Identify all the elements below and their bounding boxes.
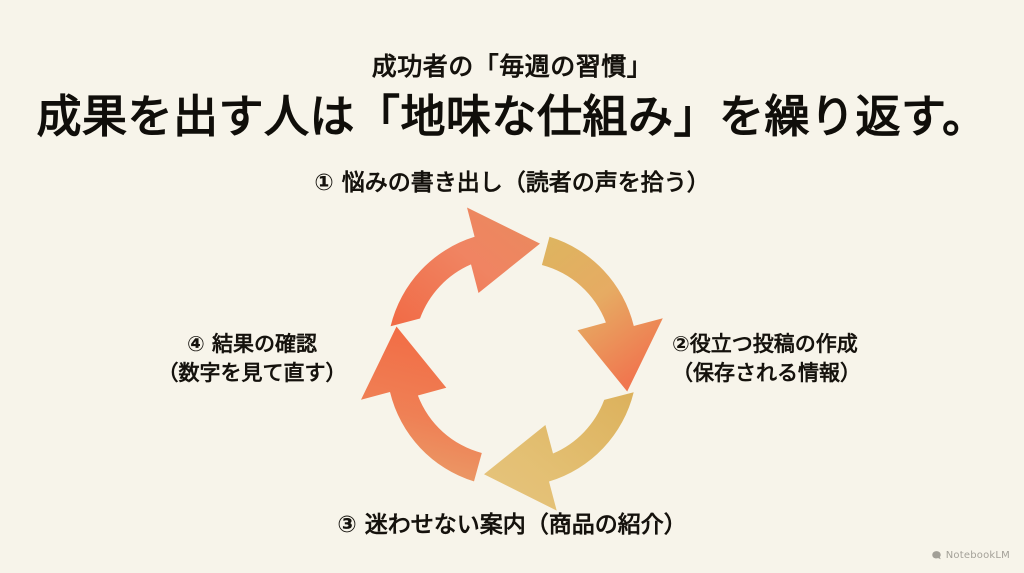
cycle-label-4-line1: ④ 結果の確認 <box>186 332 318 356</box>
cycle-arrow-2 <box>541 236 663 392</box>
cycle-label-2-line2: （保存される情報） <box>672 360 861 385</box>
cycle-arrow-1 <box>390 207 540 327</box>
cycle-arrow-4 <box>361 326 482 482</box>
kicker-heading: 成功者の「毎週の習慣」 <box>371 52 653 81</box>
cycle-label-1-line1: ① 悩みの書き出し（読者の声を拾う） <box>314 170 710 196</box>
notebooklm-watermark-label: NotebookLM <box>945 550 1010 561</box>
cycle-arrow-3 <box>484 392 634 511</box>
cycle-label-4-line2: （数字を見て直す） <box>157 360 347 385</box>
cycle-label-4: ④ 結果の確認 （数字を見て直す） <box>148 330 356 388</box>
cycle-diagram <box>344 200 680 518</box>
notebooklm-watermark: NotebookLM <box>931 550 1010 561</box>
cycle-label-2-line1: ②役立つ投稿の作成 <box>672 332 858 356</box>
cycle-label-2: ②役立つ投稿の作成 （保存される情報） <box>672 330 861 388</box>
cycle-label-1: ① 悩みの書き出し（読者の声を拾う） <box>0 168 1024 200</box>
cycle-label-3-line1: ③ 迷わせない案内（商品の紹介） <box>337 512 687 538</box>
notebooklm-icon <box>932 551 941 560</box>
cycle-label-3: ③ 迷わせない案内（商品の紹介） <box>0 510 1024 542</box>
page-title: 成果を出す人は「地味な仕組み」を繰り返す。 <box>36 90 988 143</box>
